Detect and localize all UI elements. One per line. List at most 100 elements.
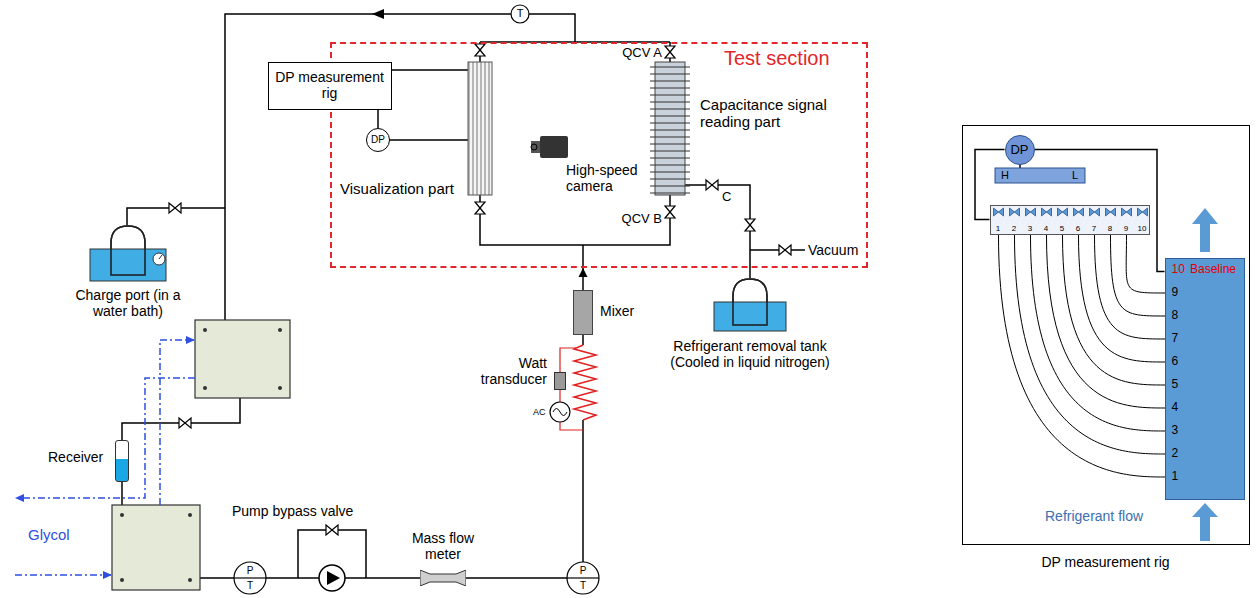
flow-arrow: [372, 9, 384, 19]
drawing-part: [122, 398, 240, 440]
drawing-part: [15, 574, 111, 576]
part-label-wrap: Baseline: [1190, 263, 1236, 277]
part-label: T: [514, 7, 526, 20]
ac-source: [550, 402, 570, 422]
part-label: High-speed camera: [566, 162, 648, 194]
valve-manifold-text-wrap: 2: [1007, 224, 1022, 233]
connector: [750, 268, 751, 278]
valves: [169, 44, 791, 535]
dp-ports: [995, 168, 1085, 183]
condenser: [195, 320, 290, 398]
drawing-part: [665, 206, 675, 218]
connector: [1035, 150, 1165, 272]
drawing-part: [278, 328, 282, 332]
drawing-part: [706, 180, 718, 190]
part-label-wrap: L: [1069, 169, 1081, 182]
part-label: QCV B: [610, 212, 662, 227]
rig-panel-text-wrap: DP measurement rig: [963, 554, 1248, 570]
valve-manifold-text: 2: [1007, 224, 1022, 233]
watt-transducer-text: Watt transducer: [465, 355, 547, 387]
valve-manifold-text-wrap: 3: [1023, 224, 1038, 233]
drawing-part: [188, 578, 192, 582]
connector: [579, 268, 588, 290]
charge-port-text-wrap: Charge port (in a water bath): [63, 287, 193, 319]
capacitance-plate: [650, 123, 690, 124]
valve-manifold-text-wrap: 4: [1039, 224, 1054, 233]
drawing-part: [685, 185, 750, 268]
drawing-part: [466, 577, 567, 579]
test-section-region-text: Test section: [724, 47, 830, 70]
drawing-part: [169, 203, 181, 213]
test-tube-text: 2: [1172, 447, 1179, 461]
part-label-wrap: C: [722, 190, 731, 205]
drawing-part: [567, 562, 599, 594]
process-box-text-wrap: DP measurement rig: [269, 69, 390, 101]
drawing-part: [326, 525, 338, 535]
part-label-wrap: Pump bypass valve: [232, 503, 353, 519]
drawing-part: [560, 422, 583, 430]
part-label-wrap: Visualization part: [340, 180, 454, 197]
charge-port-text: Charge port (in a water bath): [63, 287, 193, 319]
drawing-part: [278, 386, 282, 390]
charge-port: Charge port (in a water bath): [88, 225, 168, 283]
drawing-part: [480, 195, 670, 245]
part-label: P: [577, 565, 589, 577]
watt-transducer: Watt transducer: [554, 372, 566, 390]
part-label: Refrigerant flow: [1045, 508, 1143, 524]
bath: [714, 302, 786, 331]
heater-coil: [574, 345, 596, 420]
drawing-part: [582, 335, 584, 345]
drawing-part: [560, 348, 576, 372]
drawing-part: [529, 14, 575, 42]
drawing-part: [121, 482, 123, 505]
test-tube-text: 6: [1172, 355, 1179, 369]
part-label-wrap: T: [514, 7, 526, 20]
valve-manifold-text-wrap: 10: [1135, 224, 1150, 233]
test-tube-text-wrap: 3: [1172, 424, 1179, 438]
rig-valve: [1010, 208, 1020, 216]
test-tube-text-wrap: 4: [1172, 401, 1179, 415]
part-label-wrap: QCV B: [610, 212, 662, 227]
pressure-tap-line: [1063, 235, 1166, 385]
part-label-wrap: T: [577, 580, 589, 592]
valve-manifold-text: 4: [1039, 224, 1054, 233]
connector-line: [377, 110, 379, 128]
meter-body: [420, 570, 466, 586]
drawing-part: [1192, 208, 1218, 224]
part-label-wrap: T: [244, 580, 256, 592]
removal-tank-text-wrap: Refrigerant removal tank (Cooled in liqu…: [657, 338, 843, 370]
capacitance-plate: [650, 144, 690, 145]
rig-panel-text: DP measurement rig: [963, 554, 1248, 570]
bath-gauge-needle: [159, 255, 162, 259]
arrow-head: [579, 268, 588, 277]
pump: [319, 565, 345, 591]
drawing-part: [390, 139, 468, 141]
drawing-part: [475, 202, 485, 214]
drawing-part: [266, 577, 298, 579]
connector-line: [749, 268, 751, 278]
dp-transmitter-text: DP: [1006, 143, 1034, 158]
drawing-part: [1200, 222, 1210, 252]
capacitance-plate: [650, 95, 690, 96]
drawing-part: [234, 562, 266, 594]
capacitance-plate: [650, 137, 690, 138]
part-label: H: [999, 169, 1011, 182]
rig-valve: [1042, 208, 1052, 216]
drawing-part: [203, 386, 207, 390]
test-tube-text-wrap: 10: [1172, 263, 1185, 277]
mixer-text: Mixer: [600, 303, 634, 319]
capacitance-plate: [650, 172, 690, 173]
valve-manifold-text-wrap: 9: [1119, 224, 1134, 233]
drawing-part: [582, 420, 584, 562]
capacitance-plate: [650, 130, 690, 131]
valve-manifold-text-wrap: 8: [1103, 224, 1118, 233]
valve-manifold-text: 7: [1087, 224, 1102, 233]
capacitance-plate: [650, 67, 690, 68]
pressure-tap-line: [1079, 235, 1166, 362]
meter-outline: [420, 570, 466, 586]
drawing-part: [200, 577, 234, 579]
drawing-part: [665, 46, 675, 58]
drawing-part: [745, 219, 755, 231]
capacitance-tube: [655, 62, 685, 195]
